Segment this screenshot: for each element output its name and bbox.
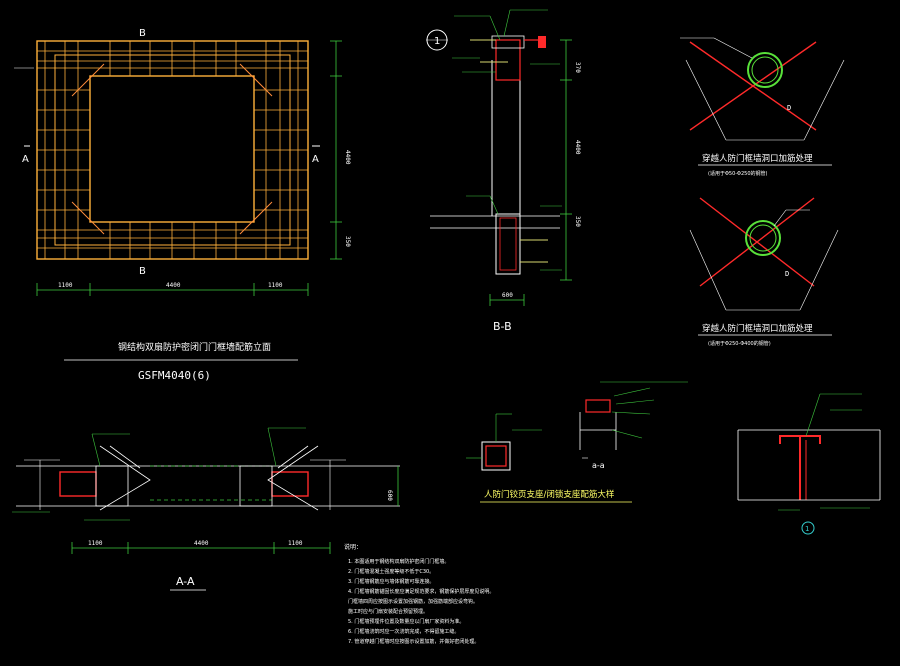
aa-dim-right: 1100 xyxy=(288,540,303,547)
pipe-opening-detail-mid: D 穿越人防门框墙洞口加筋处理 (适用于Φ250-Φ400的钢管) xyxy=(689,197,839,347)
dim-left-1100: 1100 xyxy=(58,282,73,289)
elevation-title: 钢结构双扇防护密闭门门框墙配筋立面 xyxy=(118,341,271,353)
hinge-title: 人防门铰页支座/闭锁支座配筋大样 xyxy=(484,489,615,500)
door-frame-elevation: B B A A 1100 4400 1100 4400 350 钢结构双扇防护密… xyxy=(14,28,351,382)
rebar-anchor-detail: 1 xyxy=(737,393,881,535)
detail-mid-dim-d: D xyxy=(785,270,789,278)
dim-mid-4400: 4400 xyxy=(166,282,181,289)
dim-right-1100: 1100 xyxy=(268,282,283,289)
door-opening xyxy=(89,75,255,223)
detail-top-dim-d: D xyxy=(787,104,791,112)
dim-v-mid: 4400 xyxy=(344,150,351,165)
section-mark-a-right: A xyxy=(312,154,319,165)
notes-line-7: 5. 门框墙预埋件位置及数量应以门扇厂家资料为准。 xyxy=(348,618,464,625)
bb-dim-top: 370 xyxy=(574,62,581,73)
bb-dim-width: 600 xyxy=(502,292,513,299)
hinge-section-mark: a-a xyxy=(592,461,605,470)
aa-title: A-A xyxy=(176,575,195,588)
bb-dim-mid: 4400 xyxy=(574,140,581,155)
notes-line-8: 6. 门框墙浇筑时应一次浇筑完成，不得留施工缝。 xyxy=(348,628,459,635)
section-mark-a-left: A xyxy=(22,154,29,165)
notes-line-3: 3. 门框墙钢筋应与墙体钢筋可靠连接。 xyxy=(348,578,434,585)
elevation-code: GSFM4040(6) xyxy=(138,369,211,382)
bb-dim-bot: 350 xyxy=(574,216,581,227)
rebar-grid xyxy=(37,41,308,259)
notes-line-2: 2. 门框墙混凝土强度等级不低于C30。 xyxy=(348,568,434,575)
aa-dim-h: 600 xyxy=(386,490,393,501)
elevation-v-dimension xyxy=(330,40,342,260)
dim-v-bot: 350 xyxy=(344,236,351,247)
pipe-opening-detail-top: D 穿越人防门框墙洞口加筋处理 (适用于Φ50-Φ250的钢管) xyxy=(680,37,845,177)
aa-dim-left: 1100 xyxy=(88,540,103,547)
notes-block: 说明： 1. 本图适用于钢结构双扇防护密闭门门框墙。 2. 门框墙混凝土强度等级… xyxy=(344,543,494,645)
notes-line-5: 门框墙四周应按图示设置加强钢筋，加强筋端部应设弯钩。 xyxy=(348,598,478,605)
section-mark-b-bottom: B xyxy=(139,266,146,277)
detail-mid-subtitle: (适用于Φ250-Φ400的钢管) xyxy=(708,340,771,347)
elevation-h-dimension xyxy=(36,283,309,296)
detail-mid-title: 穿越人防门框墙洞口加筋处理 xyxy=(702,323,813,334)
bb-title: B-B xyxy=(493,320,512,333)
section-mark-b-top: B xyxy=(139,28,146,39)
notes-line-6: 施工时应与门扇安装配合预留预埋。 xyxy=(348,608,428,615)
notes-line-1: 1. 本图适用于钢结构双扇防护密闭门门框墙。 xyxy=(348,558,449,565)
section-mark-1: 1 xyxy=(434,36,440,47)
notes-line-9: 7. 管道穿越门框墙时应按图示设置加筋，并做好密闭处理。 xyxy=(348,638,479,645)
section-b-b: 1 370 xyxy=(426,9,581,333)
hinge-support-detail: a-a 人防门铰页支座/闭锁支座配筋大样 xyxy=(466,381,688,503)
detail-top-title: 穿越人防门框墙洞口加筋处理 xyxy=(702,153,813,164)
section-a-a: 1100 4400 1100 600 A-A xyxy=(12,427,400,591)
corner-diagonal-bars xyxy=(71,63,273,235)
detail-top-subtitle: (适用于Φ50-Φ250的钢管) xyxy=(708,170,768,177)
aa-dim-mid: 4400 xyxy=(194,540,209,547)
rebar-detail-mark: 1 xyxy=(805,525,809,533)
notes-line-4: 4. 门框墙钢筋锚固长度应满足规范要求，钢筋保护层厚度见说明。 xyxy=(348,588,494,595)
notes-heading: 说明： xyxy=(344,543,362,551)
